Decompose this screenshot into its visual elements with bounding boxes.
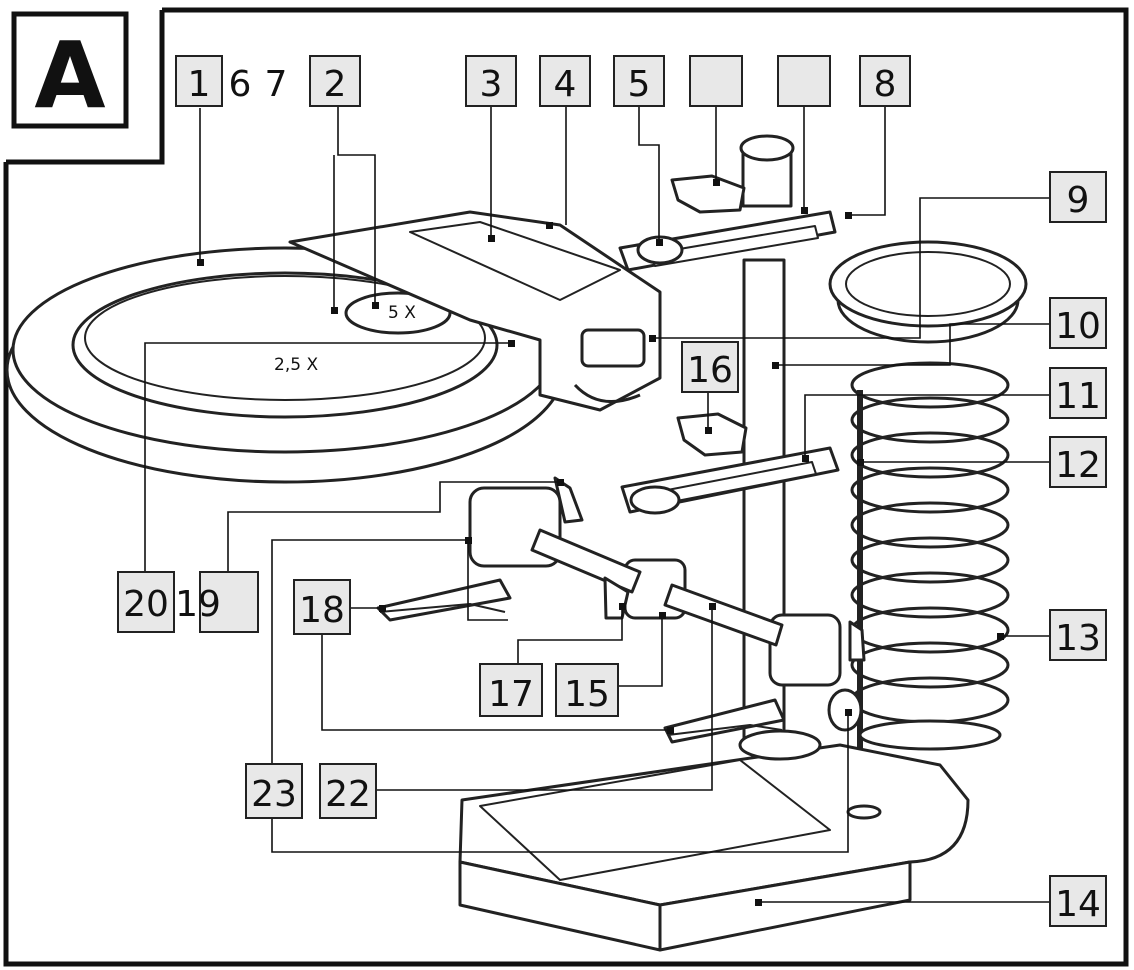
callout-box-9	[1049, 171, 1107, 223]
middle-wing-knob	[676, 412, 748, 457]
callout-numbers: 1 6 7 2 3 4 5 8 9 10 11 12 13 14 16 17 1…	[123, 64, 1101, 925]
right-knuckle-screw	[848, 620, 866, 662]
callout-7: 7	[265, 64, 288, 105]
callout-19: 19	[175, 584, 221, 625]
callout-4: 4	[554, 64, 577, 105]
callout-box-16	[681, 341, 739, 393]
callout-boxes	[117, 55, 1107, 927]
magnification-label-large: 2,5 X	[274, 355, 318, 375]
callout-10: 10	[1055, 306, 1101, 347]
left-crocodile-clip-jaw	[379, 603, 506, 613]
callout-20: 20	[123, 584, 169, 625]
panel-tab-border	[6, 10, 165, 165]
lamp-foot	[573, 383, 641, 403]
callout-box-1	[175, 55, 223, 107]
callout-box-8	[859, 55, 911, 107]
callout-2: 2	[324, 64, 347, 105]
left-arm	[530, 528, 642, 594]
right-knuckle	[768, 613, 842, 687]
callout-box-14	[1049, 875, 1107, 927]
base-right	[658, 860, 912, 952]
holder-cup-opening	[845, 251, 1011, 317]
callout-13: 13	[1055, 618, 1101, 659]
callout-9: 9	[1067, 180, 1090, 221]
right-crocodile-clip-jaw	[667, 724, 783, 736]
callout-box-3	[465, 55, 517, 107]
callout-1: 1	[188, 64, 211, 105]
callout-box-23	[245, 763, 303, 819]
upper-wing-knob	[670, 174, 746, 214]
callout-8: 8	[874, 64, 897, 105]
callout-box-4	[539, 55, 591, 107]
column-foot	[738, 729, 822, 761]
magnifier-device-drawing	[5, 134, 1028, 952]
upper-column-cap	[739, 134, 795, 162]
panel-letter: A	[34, 22, 105, 129]
figure-frame	[3, 7, 1129, 967]
right-arm	[663, 583, 784, 647]
left-crocodile-clip	[376, 578, 512, 622]
callout-box-blank-c	[199, 571, 259, 633]
middle-pivot	[629, 485, 681, 515]
callout-box-20	[117, 571, 175, 633]
vertical-column	[742, 258, 786, 742]
callout-box-22	[319, 763, 377, 819]
callout-22: 22	[325, 774, 371, 815]
lamp-switch	[580, 328, 646, 368]
callout-17: 17	[488, 674, 534, 715]
lamp-head-top	[409, 221, 621, 301]
callout-box-18	[293, 579, 351, 635]
sponge-tray	[479, 759, 831, 881]
callout-6: 6	[229, 64, 252, 105]
callout-3: 3	[480, 64, 503, 105]
upper-pivot	[636, 235, 684, 265]
callout-11: 11	[1055, 376, 1101, 417]
magnification-label-small: 5 X	[388, 303, 416, 323]
callout-box-12	[1049, 436, 1107, 488]
callout-box-15	[555, 663, 619, 717]
coil-mount	[858, 719, 1002, 751]
holder-spring	[850, 361, 1010, 724]
left-knuckle-screw	[553, 476, 584, 524]
rod-foot	[846, 804, 882, 820]
panel-letter-box	[11, 11, 129, 129]
callout-18: 18	[299, 590, 345, 631]
callout-box-13	[1049, 609, 1107, 661]
callout-box-17	[479, 663, 543, 717]
callout-14: 14	[1055, 884, 1101, 925]
callout-box-2	[309, 55, 361, 107]
callout-box-blank-b	[777, 55, 831, 107]
callout-23: 23	[251, 774, 297, 815]
leader-dots	[197, 179, 1004, 906]
callout-box-10	[1049, 297, 1107, 349]
callout-16: 16	[687, 350, 733, 391]
callout-box-5	[613, 55, 665, 107]
callout-5: 5	[628, 64, 651, 105]
callout-box-blank-a	[689, 55, 743, 107]
callout-box-11	[1049, 367, 1107, 419]
callout-15: 15	[564, 674, 610, 715]
callout-12: 12	[1055, 445, 1101, 486]
